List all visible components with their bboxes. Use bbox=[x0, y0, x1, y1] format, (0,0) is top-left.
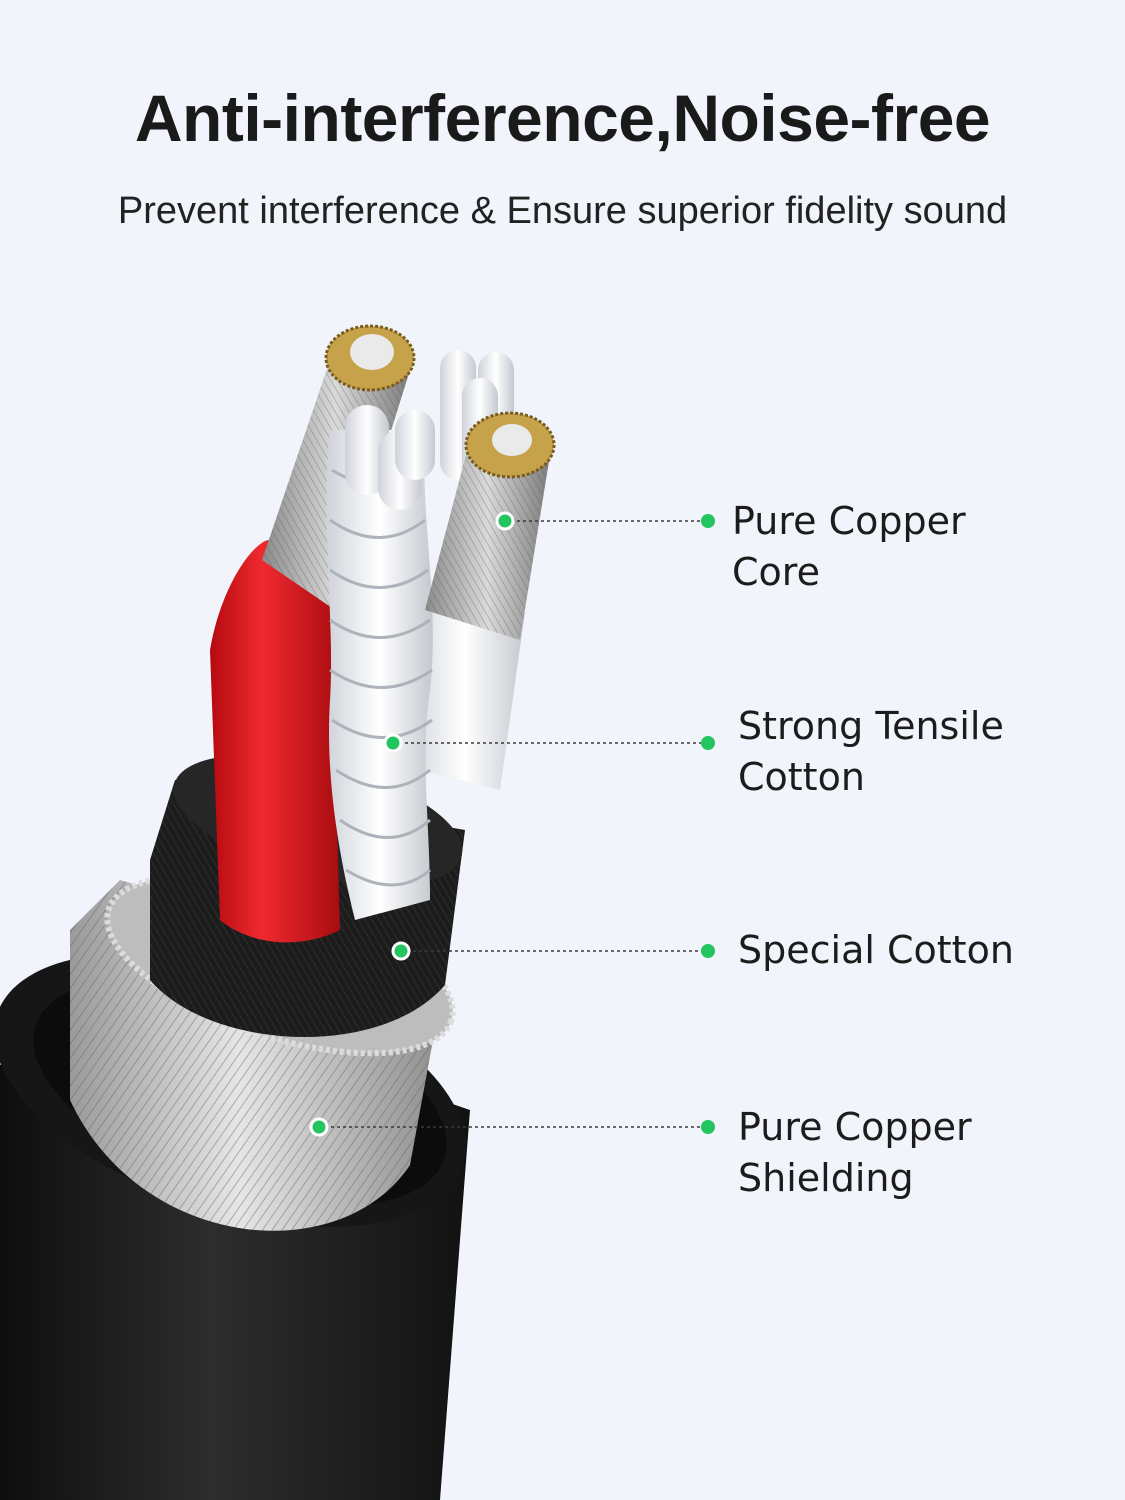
callout-leaders bbox=[319, 520, 708, 1128]
callout-pure-copper-core: Pure Copper Core bbox=[732, 499, 966, 594]
red-insulated-wire bbox=[210, 540, 340, 943]
callout-dots bbox=[309, 511, 715, 1137]
dot-core-end bbox=[701, 514, 715, 528]
dot-core-start bbox=[495, 511, 515, 531]
dot-special-start bbox=[391, 941, 411, 961]
page-title: Anti-interference,Noise-free bbox=[134, 81, 991, 155]
dot-special-end bbox=[701, 944, 715, 958]
page-subtitle: Prevent interference & Ensure superior f… bbox=[117, 190, 1008, 232]
dot-tensile-end bbox=[701, 736, 715, 750]
dot-shielding-end bbox=[701, 1120, 715, 1134]
dot-tensile-start bbox=[383, 733, 403, 753]
callout-pure-copper-shielding: Pure Copper Shielding bbox=[738, 1105, 972, 1200]
callout-strong-tensile-cotton: Strong Tensile Cotton bbox=[738, 704, 1004, 799]
dot-shielding-start bbox=[309, 1117, 329, 1137]
twisted-tensile-cotton bbox=[326, 405, 435, 920]
callout-special-cotton: Special Cotton bbox=[738, 928, 1014, 972]
right-conductor-strand bbox=[425, 411, 556, 640]
